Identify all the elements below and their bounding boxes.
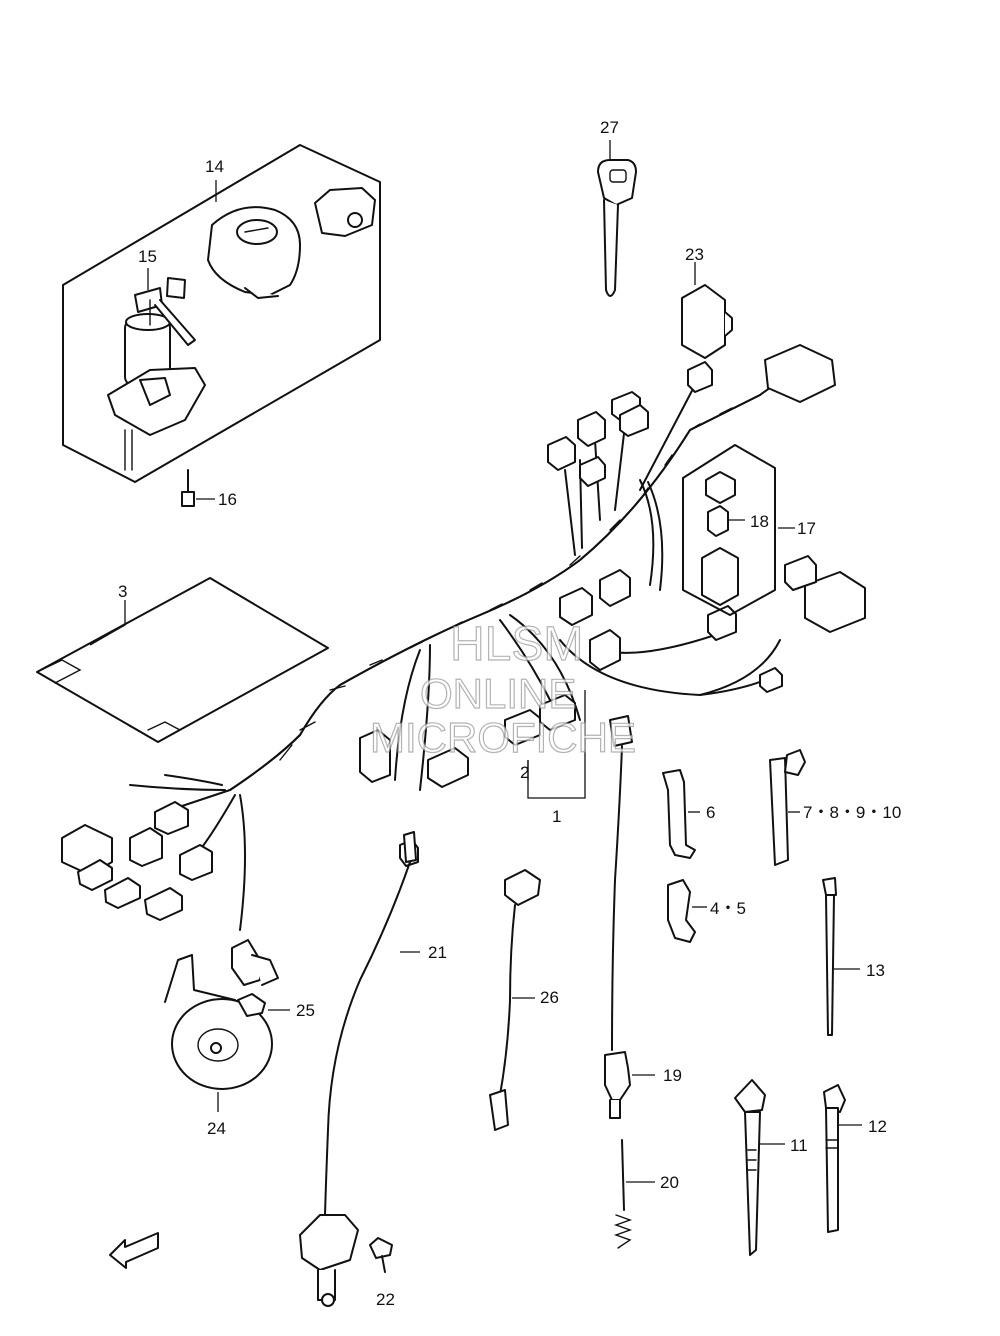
watermark-line-1: HLSM	[450, 618, 583, 671]
label-23: 23	[685, 245, 704, 264]
fwd-arrow-icon: FWD	[109, 1232, 159, 1269]
label-15: 15	[138, 247, 157, 266]
label-leaders	[89, 140, 696, 780]
clamp-6	[662, 769, 700, 859]
fuse-box-17	[682, 444, 795, 616]
horn-connector	[231, 939, 279, 986]
label-1: 1	[552, 807, 561, 826]
label-17: 17	[797, 519, 816, 538]
label-22: 22	[376, 1290, 395, 1309]
label-24: 24	[207, 1119, 226, 1138]
screw-22	[369, 1237, 393, 1273]
cable-tie-7-10	[769, 749, 806, 866]
label-19: 19	[663, 1066, 682, 1085]
sensor-26	[489, 869, 541, 1131]
main-wiring-harness	[129, 374, 796, 931]
cable-tie-11	[734, 1079, 785, 1256]
harness-connectors	[61, 344, 866, 921]
part-labels: 14 15 16 3 27 23 18 17 2 1 6 7・8・9・10 4・…	[118, 118, 901, 1309]
key-blank	[597, 159, 637, 297]
cable-tie-13	[822, 877, 860, 1036]
switch-22	[299, 1214, 359, 1307]
label-21: 21	[428, 943, 447, 962]
label-2: 2	[520, 763, 529, 782]
label-27: 27	[600, 118, 619, 137]
ignition-switch-set-box	[62, 144, 381, 483]
fuel-cap-lock	[207, 206, 301, 299]
label-26: 26	[540, 988, 559, 1007]
screw-16	[181, 469, 215, 507]
horn	[164, 954, 273, 1090]
switch-19	[604, 715, 655, 1119]
label-sheet	[36, 577, 329, 743]
label-4-5: 4・5	[710, 899, 746, 918]
watermark-line-3: MICROFICHE	[370, 714, 636, 761]
label-7-10: 7・8・9・10	[803, 803, 901, 822]
watermark-line-2: ONLINE	[420, 670, 576, 717]
label-25: 25	[296, 1001, 315, 1020]
clamp-4-5	[667, 879, 707, 943]
relay	[681, 284, 733, 359]
label-18: 18	[750, 512, 769, 531]
label-6: 6	[706, 803, 715, 822]
key-set	[134, 277, 196, 346]
label-12: 12	[868, 1117, 887, 1136]
bolt-25	[237, 993, 290, 1017]
label-11: 11	[790, 1136, 808, 1155]
cable-tie-12	[823, 1084, 862, 1233]
seat-lock-cylinder	[314, 187, 376, 237]
lead-wire-21	[324, 831, 420, 1216]
spring-20	[613, 1139, 655, 1249]
label-20: 20	[660, 1173, 679, 1192]
label-14: 14	[205, 157, 224, 176]
label-3: 3	[118, 582, 127, 601]
label-13: 13	[866, 961, 885, 980]
label-16: 16	[218, 490, 237, 509]
ignition-switch	[107, 313, 206, 471]
watermark: HLSM ONLINE MICROFICHE	[369, 617, 636, 761]
